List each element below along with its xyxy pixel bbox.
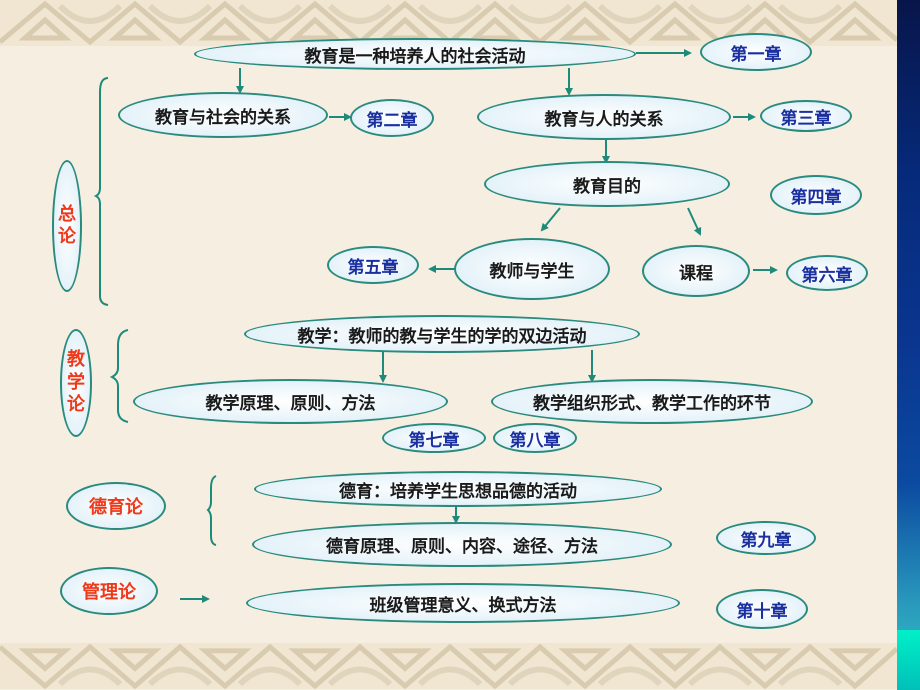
node-moral-def[interactable]: 德育：培养学生思想品德的活动 xyxy=(254,471,662,507)
node-edu-human[interactable]: 教育与人的关系 xyxy=(477,94,731,140)
category-teaching-char-1: 教 xyxy=(67,349,85,371)
node-moral-principles[interactable]: 德育原理、原则、内容、途径、方法 xyxy=(252,522,672,567)
node-root[interactable]: 教育是一种培养人的社会活动 xyxy=(194,38,636,70)
brace-general xyxy=(93,77,109,306)
chapter-4[interactable]: 第四章 xyxy=(770,175,862,215)
category-general-char-2: 论 xyxy=(58,226,76,247)
category-management[interactable]: 管理论 xyxy=(60,567,158,615)
slide-side-bar xyxy=(897,0,920,690)
category-moral[interactable]: 德育论 xyxy=(66,482,166,530)
chapter-6[interactable]: 第六章 xyxy=(786,255,868,291)
arrow-goal-to-curriculum xyxy=(687,207,702,236)
chapter-7[interactable]: 第七章 xyxy=(382,423,486,453)
chapter-2[interactable]: 第二章 xyxy=(350,99,434,137)
chapter-9[interactable]: 第九章 xyxy=(716,521,816,555)
chapter-8[interactable]: 第八章 xyxy=(493,423,577,453)
brace-moral xyxy=(206,475,217,546)
node-teaching-def[interactable]: 教学：教师的教与学生的学的双边活动 xyxy=(244,315,640,353)
category-general[interactable]: 总 论 xyxy=(52,160,82,292)
node-edu-goal[interactable]: 教育目的 xyxy=(484,161,730,207)
category-teaching-char-3: 论 xyxy=(67,394,85,416)
node-class-management[interactable]: 班级管理意义、换式方法 xyxy=(246,583,680,623)
category-general-char-1: 总 xyxy=(58,203,76,225)
chapter-3[interactable]: 第三章 xyxy=(760,100,852,132)
brace-teaching xyxy=(109,329,129,423)
category-teaching-char-2: 学 xyxy=(67,371,85,393)
arrow-goal-to-teacher xyxy=(540,207,561,232)
decorative-bottom-border xyxy=(0,643,897,689)
chapter-10[interactable]: 第十章 xyxy=(716,589,808,629)
node-edu-society[interactable]: 教育与社会的关系 xyxy=(118,92,328,138)
slide-side-bar-accent xyxy=(897,630,920,690)
node-curriculum[interactable]: 课程 xyxy=(642,245,750,297)
node-teaching-forms[interactable]: 教学组织形式、教学工作的环节 xyxy=(491,379,813,424)
category-teaching[interactable]: 教 学 论 xyxy=(60,329,92,437)
node-teacher-student[interactable]: 教师与学生 xyxy=(454,238,610,300)
connector-layer xyxy=(93,49,778,603)
slide: 总 论 教 学 论 德育论 管理论 教育是一种培养人的社会活动 教育与社会的关系… xyxy=(0,0,897,690)
chapter-1[interactable]: 第一章 xyxy=(700,33,812,71)
node-teaching-principles[interactable]: 教学原理、原则、方法 xyxy=(133,379,448,424)
chapter-5[interactable]: 第五章 xyxy=(327,246,419,284)
